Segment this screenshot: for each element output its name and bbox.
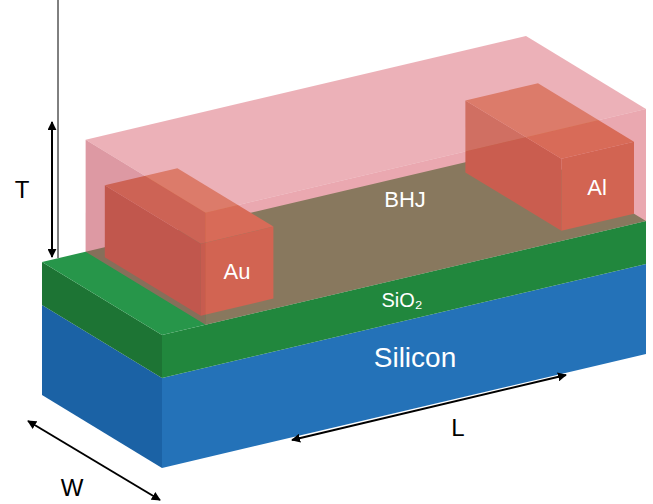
part-label: Al — [587, 176, 607, 200]
margin-rule — [58, 0, 59, 258]
dimension-label: L — [451, 415, 464, 441]
part-label: SiO₂ — [381, 289, 422, 311]
part-label: BHJ — [384, 188, 426, 212]
length-arrow — [292, 375, 566, 440]
bhj-top-face — [86, 36, 646, 213]
dimension-label: W — [61, 475, 84, 501]
dimension-label: T — [15, 177, 30, 203]
thickness-arrow — [51, 122, 53, 257]
part-label: Silicon — [374, 343, 456, 374]
part-label: Au — [224, 260, 251, 284]
width-arrow — [28, 421, 160, 500]
